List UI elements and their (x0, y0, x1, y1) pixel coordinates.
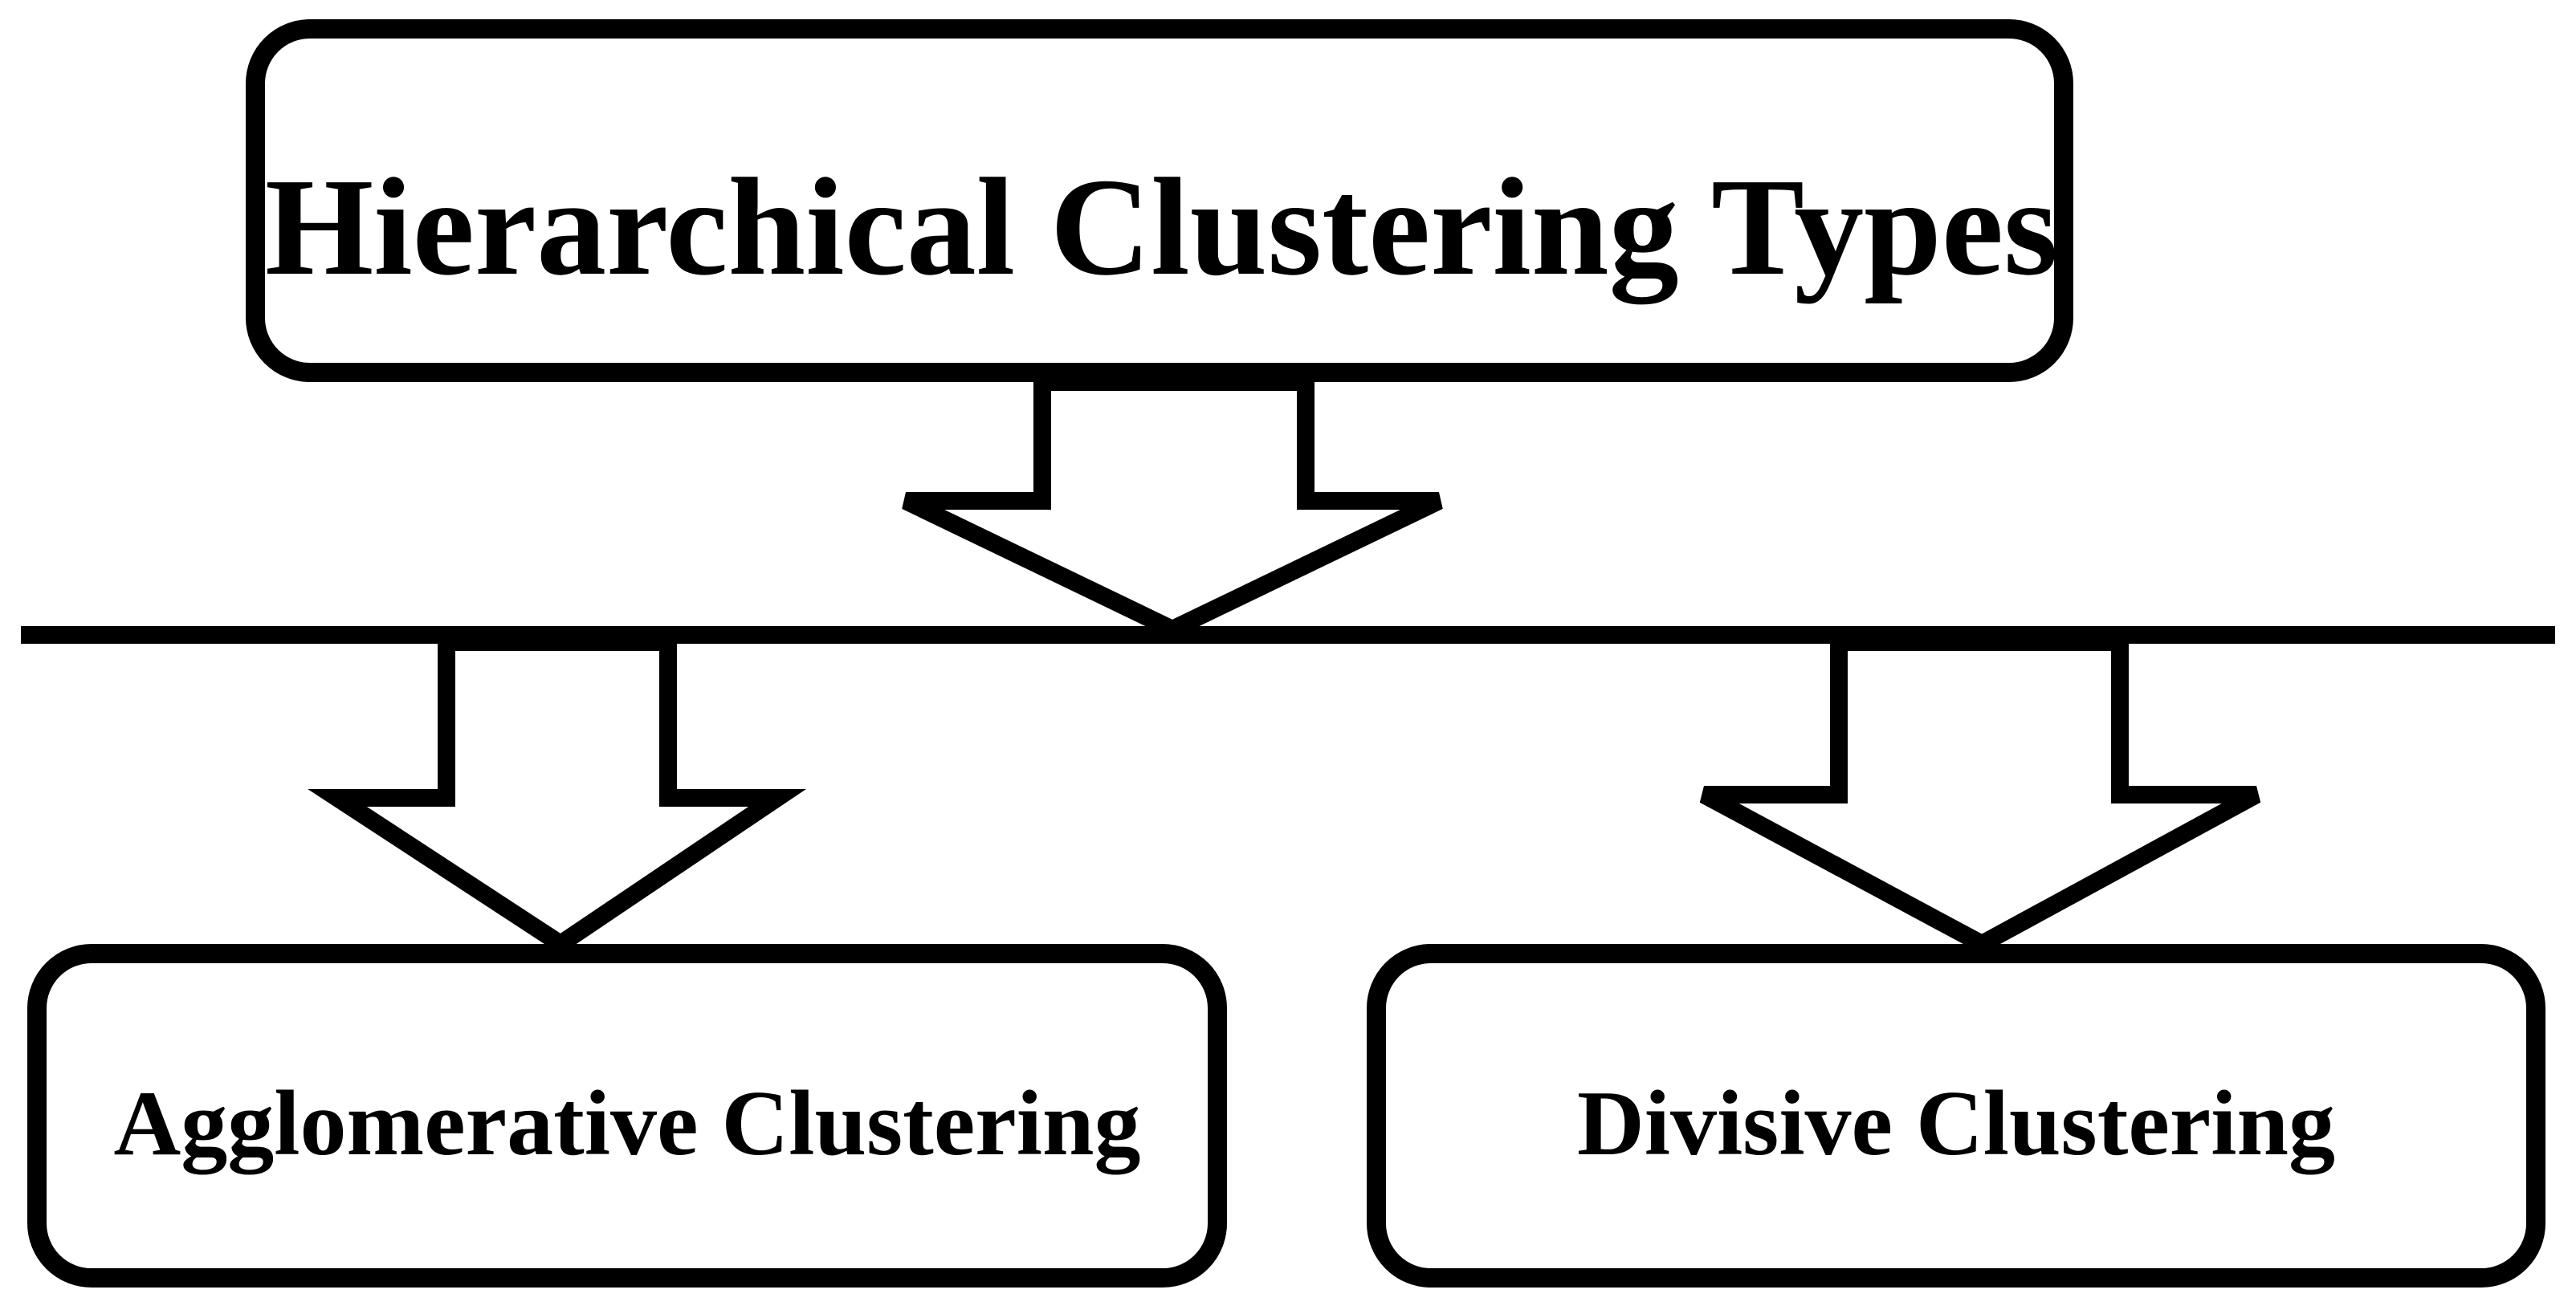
divisive-node: Divisive Clustering (1367, 944, 2545, 1288)
left-child-arrow (308, 633, 806, 955)
agglomerative-node: Agglomerative Clustering (27, 944, 1227, 1288)
agglomerative-node-label: Agglomerative Clustering (113, 1072, 1141, 1175)
root-down-arrow (902, 373, 1443, 640)
root-node-label: Hierarchical Clustering Types (265, 149, 2058, 304)
divisive-node-label: Divisive Clustering (1576, 1072, 2336, 1175)
right-child-arrow (1699, 633, 2261, 954)
root-node: Hierarchical Clustering Types (246, 19, 2073, 382)
